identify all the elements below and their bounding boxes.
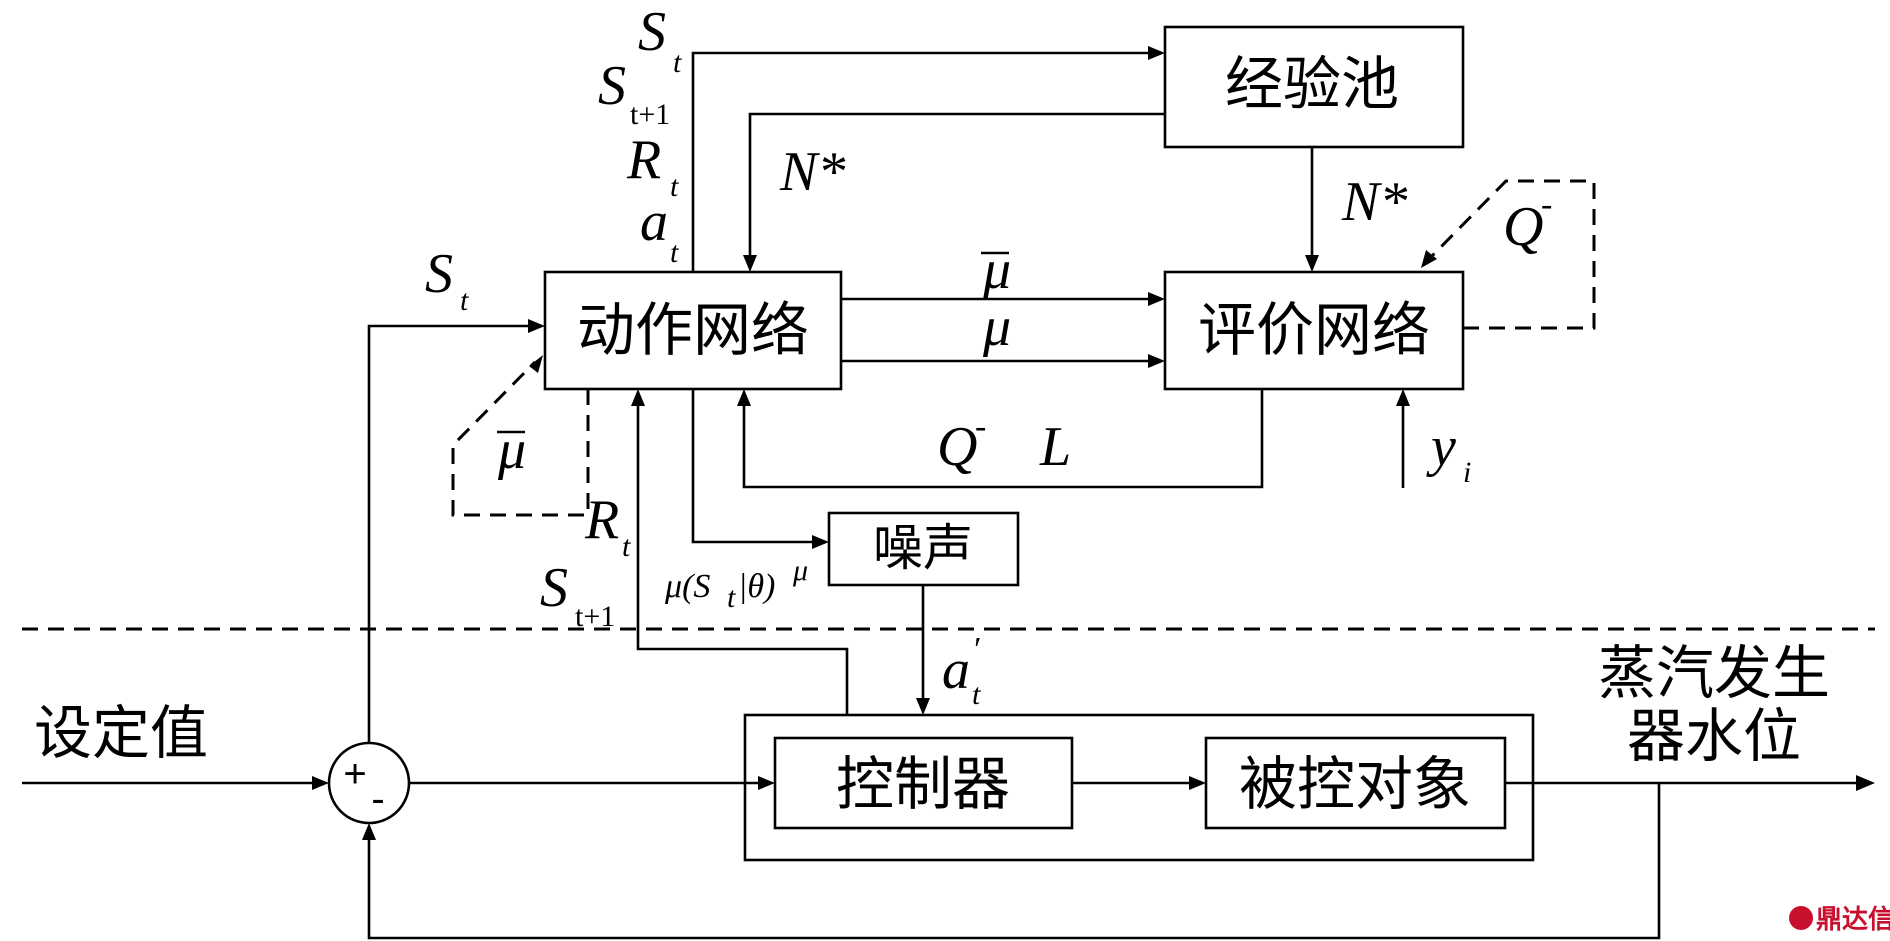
mu-bar-dashed-loop [451,360,590,517]
tuple-at-sub: t [670,236,679,269]
critic-network-label: 评价网络 [1198,296,1430,364]
rt-feedback-sub: t [622,530,631,563]
mu-bar-arrowhead [1148,292,1165,306]
critic-network-block [1163,270,1465,391]
actor-network-block [543,270,843,391]
sum-plus-sign: + [343,752,366,796]
pool-to-actor-arrowhead [743,255,757,272]
st1-feedback-sub: t+1 [575,600,615,633]
n-star-actor-label: N* [779,141,845,203]
q-feedback-symbol: Q [937,416,977,478]
tuple-st1-symbol: S [598,55,626,117]
error-arrowhead [758,776,775,790]
setpoint-arrowhead [312,776,329,790]
state-to-actor-line [367,324,533,743]
pool-to-critic-arrowhead [1305,255,1319,272]
tuple-st-symbol: S [638,1,666,63]
at-prime-symbol: a [942,639,970,701]
rt-feedback-symbol: R [584,489,619,551]
policy-output-sup: μ [792,554,808,587]
sum-minus-sign: - [371,777,384,821]
policy-output-theta: |θ) [738,568,775,605]
experience-pool-label: 经验池 [1225,50,1399,118]
watermark-logo: 鼎达信 [1789,905,1890,935]
q-critic-loop-symbol: Q [1503,196,1543,258]
st-actor-input-symbol: S [425,243,453,305]
n-star-critic-label: N* [1341,171,1407,233]
reward-state-to-actor-line [636,401,849,715]
noise-block [827,511,1020,587]
q-dashed-arrowhead [1421,250,1437,268]
yi-arrowhead [1396,389,1410,406]
output-label-line2: 器水位 [1627,702,1801,770]
actor-to-noise-arrowhead [812,535,829,549]
mu-bar-dashed-arrowhead [529,355,543,373]
tuple-rt-symbol: R [626,129,661,191]
mu-bar-label: μ [982,239,1011,301]
critic-to-actor-line [742,389,1264,489]
critic-to-actor-arrowhead [737,389,751,406]
output-arrowhead [1856,775,1875,791]
transition-to-pool-arrowhead [1148,46,1165,60]
watermark-text: 鼎达信 [1816,905,1890,935]
q-critic-loop-sup: - [1541,186,1552,223]
mu-bar-loop-label: μ [497,419,526,481]
transition-to-pool-line [691,51,1153,272]
mu-label: μ [982,296,1011,358]
control-signal-arrowhead [1189,776,1206,790]
summing-junction [327,741,411,825]
watermark-icon [1789,906,1813,930]
actor-to-noise-line [691,389,817,544]
state-to-actor-arrowhead [528,319,545,333]
setpoint-label: 设定值 [34,699,208,767]
yi-symbol: y [1426,416,1456,478]
tuple-at-symbol: a [640,191,668,253]
plant-label: 被控对象 [1239,750,1471,818]
pool-to-actor-line [748,112,1165,260]
at-prime-mark: ′ [972,631,980,668]
l-feedback-symbol: L [1039,416,1071,478]
noise-label: 噪声 [873,519,973,577]
actor-network-label: 动作网络 [577,296,809,364]
at-prime-sub: t [972,678,981,711]
tuple-st1-sub: t+1 [630,98,670,131]
reward-state-to-actor-arrowhead [631,389,645,406]
plant-block [1204,736,1507,830]
q-feedback-sup: - [975,408,986,445]
st-actor-input-sub: t [460,284,469,317]
tuple-st-sub: t [673,46,682,79]
policy-output-sub: t [727,581,736,614]
tuple-rt-sub: t [670,170,679,203]
feedback-line [367,783,1661,940]
noise-to-controller-arrowhead [916,698,930,715]
feedback-arrowhead [362,823,376,840]
q-dashed-loop [1428,179,1596,330]
experience-pool-block [1163,25,1465,149]
st1-feedback-symbol: S [540,557,568,619]
controller-label: 控制器 [836,750,1010,818]
policy-output-mu: μ(S [664,568,710,605]
output-label-line1: 蒸汽发生 [1598,639,1830,707]
yi-sub: i [1463,456,1471,489]
mu-arrowhead [1148,354,1165,368]
